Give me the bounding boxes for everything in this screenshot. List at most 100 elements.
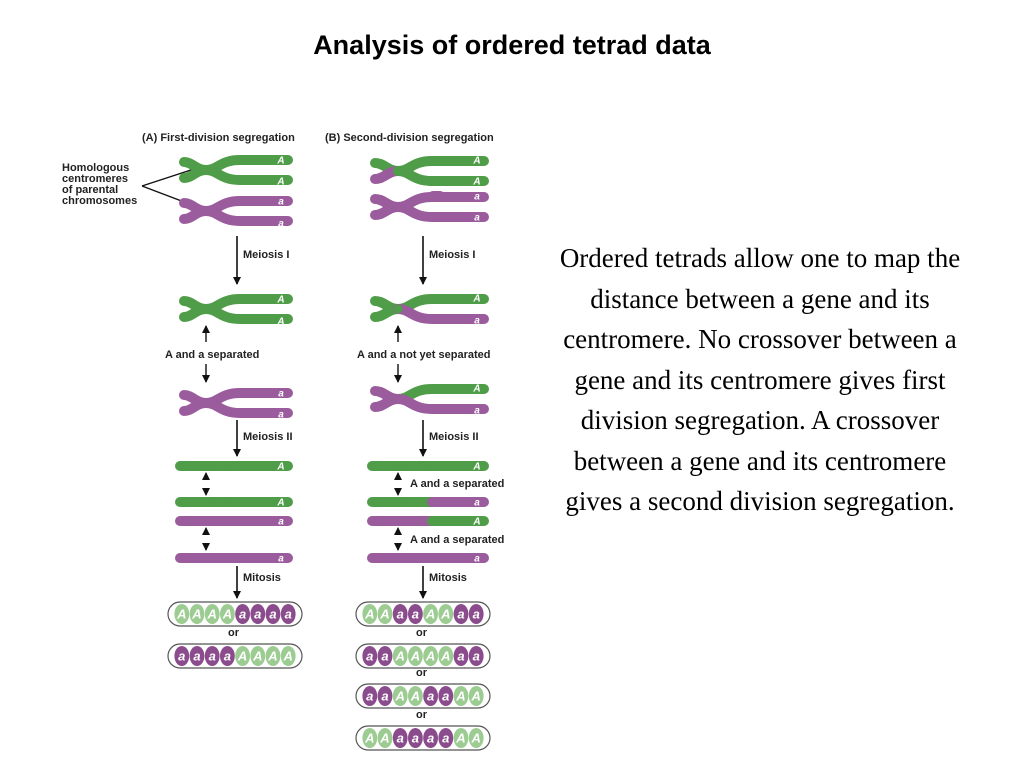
spore-label: a <box>381 689 388 704</box>
or-label: or <box>228 627 240 639</box>
spore-label: A <box>191 607 201 622</box>
spore-label: a <box>366 649 373 664</box>
centromere <box>393 497 403 507</box>
recessive-spore <box>377 686 393 706</box>
allele-label: a <box>474 213 480 224</box>
spore-label: A <box>471 731 481 746</box>
spore-label: a <box>397 731 404 746</box>
centromere <box>201 304 211 314</box>
label-first-division: (A) First-division segregation <box>142 132 295 144</box>
centromere <box>201 165 211 175</box>
allele-label: A <box>276 156 284 167</box>
dominant-spore <box>453 728 469 748</box>
dominant-spore <box>438 646 454 666</box>
centromere <box>393 461 403 471</box>
spore-label: A <box>395 689 405 704</box>
allele-label: A <box>276 295 284 306</box>
dominant-spore <box>468 728 484 748</box>
centromere <box>393 516 403 526</box>
spore-label: a <box>366 689 373 704</box>
allele-label: a <box>278 197 284 208</box>
centromere <box>201 497 211 507</box>
allele-label: a <box>278 554 284 565</box>
spore-label: a <box>473 607 480 622</box>
recessive-spore <box>408 604 423 624</box>
spore-label: A <box>379 731 389 746</box>
allele-label: A <box>276 462 284 473</box>
centromere <box>201 398 211 408</box>
allele-label: a <box>474 192 480 203</box>
spore-label: A <box>425 649 435 664</box>
spore-label: a <box>285 607 292 622</box>
dominant-spore <box>438 604 454 624</box>
recessive-spore <box>174 646 190 666</box>
label-second-division: (B) Second-division segregation <box>325 132 494 144</box>
spore-label: a <box>224 649 231 664</box>
recessive-spore <box>280 604 296 624</box>
dominant-spore <box>468 686 484 706</box>
recessive-spore <box>204 646 220 666</box>
spore-label: A <box>207 607 217 622</box>
recessive-spore <box>392 728 408 748</box>
recessive-spore <box>423 728 438 748</box>
spore-label: a <box>178 649 185 664</box>
spore-label: A <box>379 607 389 622</box>
spore-label: A <box>395 649 405 664</box>
recessive-spore <box>220 646 235 666</box>
spore-label: A <box>283 649 293 664</box>
dominant-bivalent <box>201 165 293 185</box>
recessive-spore <box>362 646 378 666</box>
dominant-spore <box>362 728 378 748</box>
spore-label: a <box>442 731 449 746</box>
recessive-spore <box>250 604 266 624</box>
allele-label: a <box>278 219 284 230</box>
allele-label: a <box>474 316 480 327</box>
a-and-a-not-yet-separated-label: A and a not yet separated <box>357 349 490 361</box>
allele-label: a <box>474 406 480 417</box>
spore-label: a <box>442 689 449 704</box>
spore-label: a <box>254 607 261 622</box>
or-label: or <box>416 627 428 639</box>
spore-label: a <box>412 731 419 746</box>
recessive-dyad <box>201 398 293 418</box>
homologous-centromeres-label: Homologous centromeres of parental chrom… <box>62 162 201 209</box>
spore-label: A <box>237 649 247 664</box>
mixed-dyad <box>393 304 489 324</box>
dominant-spore <box>408 646 423 666</box>
meiosis-ii-label-b: Meiosis II <box>429 431 479 443</box>
allele-label: a <box>278 517 284 528</box>
allele-label: A <box>472 384 480 395</box>
dominant-spore <box>235 646 251 666</box>
recessive-spore <box>189 646 205 666</box>
spore-label: a <box>381 649 388 664</box>
recessive-spore <box>362 686 378 706</box>
a-and-a-separated-label-b1: A and a separated <box>410 478 504 490</box>
allele-label: A <box>276 498 284 509</box>
mixed-dyad <box>393 384 489 404</box>
dominant-spore <box>189 604 205 624</box>
recessive-spore <box>468 646 484 666</box>
dominant-spore <box>377 604 393 624</box>
spore-label: a <box>193 649 200 664</box>
dominant-spore <box>453 686 469 706</box>
centromere <box>201 461 211 471</box>
spore-label: A <box>455 689 465 704</box>
recessive-spore <box>438 728 454 748</box>
allele-label: A <box>472 462 480 473</box>
homologous-label-line: Homologous <box>62 162 129 174</box>
tetrad-diagram: (A) First-division segregation (B) Secon… <box>62 132 504 751</box>
slide-title: Analysis of ordered tetrad data <box>313 30 711 60</box>
centromere <box>393 304 403 314</box>
crossover-bivalent <box>393 156 489 176</box>
meiosis-i-label-a: Meiosis I <box>243 249 289 261</box>
homologous-label-line: centromeres <box>62 173 128 185</box>
allele-label: a <box>278 410 284 421</box>
dominant-spore <box>392 686 408 706</box>
spore-label: A <box>364 607 374 622</box>
recessive-spore <box>423 686 438 706</box>
pointer-line <box>141 167 198 187</box>
dominant-dyad <box>201 304 293 324</box>
spore-label: A <box>471 689 481 704</box>
